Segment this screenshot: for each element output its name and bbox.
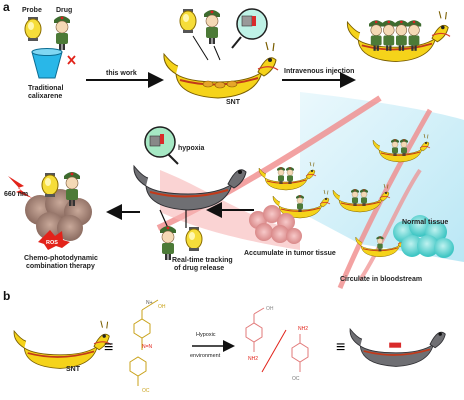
calixarene-cup-icon — [31, 48, 63, 79]
chemo-label-2: combination therapy — [26, 263, 95, 270]
circulate-label: Circulate in bloodstream — [340, 276, 422, 283]
n-plus-left: N+ — [146, 300, 153, 306]
hypoxia-label: hypoxia — [178, 145, 205, 152]
equivalence-sign-right: ≡ — [336, 339, 345, 356]
therapy-tumor-mass — [25, 189, 92, 241]
snt-drug-soldier-icon — [203, 9, 221, 45]
laser-bolt-icon — [8, 176, 32, 198]
capillary-branch — [358, 168, 422, 282]
snt-loaded-dragon-boat — [162, 41, 279, 99]
released-drug-soldier-icon — [159, 225, 177, 261]
azo-calixarene-structure — [129, 299, 159, 386]
amine-calixarene-fragment — [291, 334, 309, 372]
equivalence-sign-left: ≡ — [104, 339, 113, 356]
drug-soldier-icon — [53, 15, 71, 51]
panel-b-snt-boat — [13, 319, 112, 370]
hypoxic-label-2: environment — [190, 353, 221, 359]
realtime-label-1: Real-time tracking — [172, 257, 233, 264]
this-work-label: this work — [106, 70, 137, 77]
hypoxia-inset — [144, 126, 179, 165]
traditional-label-2: calixarene — [28, 93, 62, 100]
drug-label: Drug — [56, 7, 72, 14]
ros-label: ROS — [46, 240, 58, 246]
cross-mark-icon — [67, 55, 76, 65]
ros-burst — [38, 230, 70, 250]
panel-b-grey-boat — [349, 328, 447, 368]
probe-lantern-icon — [24, 16, 42, 42]
intravenous-label: Intravenous injection — [284, 68, 354, 75]
normal-tissue — [393, 215, 454, 258]
accumulate-label: Accumulate in tumor tissue — [244, 250, 336, 257]
oc-chain-right: OC — [292, 376, 300, 382]
azo-label: N=N — [142, 344, 153, 350]
panel-a-letter: a — [3, 0, 10, 14]
nh2-label-right: NH2 — [298, 326, 308, 332]
oc-chain-left: OC — [142, 388, 150, 394]
hypoxic-label-1: Hypoxic — [196, 332, 216, 338]
released-probe-lantern-icon — [185, 226, 203, 252]
laser-wavelength-label: 660 nm — [4, 191, 28, 198]
probe-label: Probe — [22, 7, 42, 14]
cleavage-slash — [261, 329, 287, 373]
release-arrows — [159, 209, 187, 229]
magnifier-inset — [231, 8, 268, 49]
vessel-wall-lower — [337, 108, 433, 289]
normal-label: Normal tissue — [402, 219, 448, 226]
panel-b-letter: b — [3, 289, 10, 303]
realtime-label-2: of drug release — [174, 265, 224, 272]
chemo-label-1: Chemo-photodynamic — [24, 255, 98, 262]
injected-boats — [346, 10, 451, 63]
oh-label-right: OH — [266, 306, 274, 312]
snt-label: SNT — [226, 99, 241, 106]
panel-b-snt-label: SNT — [66, 366, 81, 373]
loading-arrows — [192, 35, 221, 61]
oh-label-left: OH — [158, 304, 166, 310]
traditional-label-1: Traditional — [28, 85, 63, 92]
snt-probe-lantern-icon — [179, 8, 197, 34]
cleaved-amine-fragment — [245, 307, 265, 352]
nh2-label-left: NH2 — [248, 356, 258, 362]
